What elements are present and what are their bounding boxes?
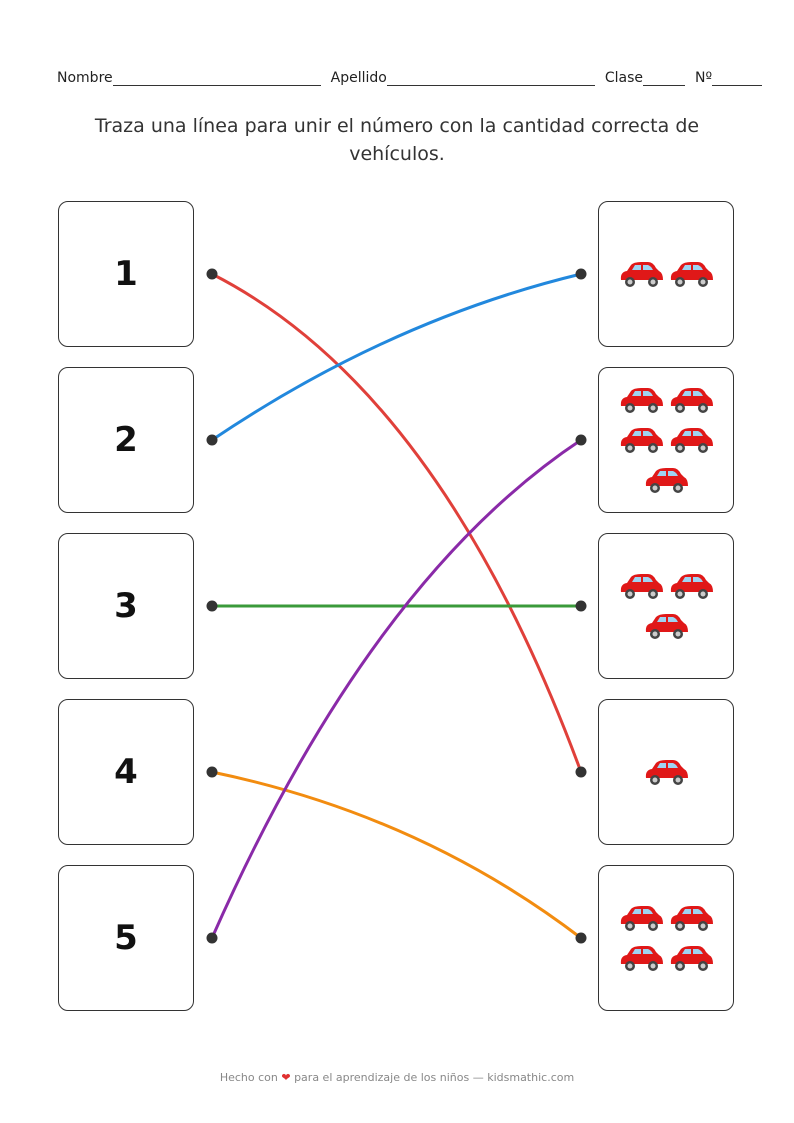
number-field[interactable] (712, 71, 763, 86)
right-dot-3[interactable] (575, 600, 587, 612)
number-box-4: 4 (58, 699, 194, 845)
surname-field[interactable] (386, 71, 595, 86)
name-label: Nombre (57, 70, 113, 86)
right-dot-4[interactable] (575, 766, 587, 778)
heart-icon: ❤ (281, 1071, 291, 1084)
left-dot-5[interactable] (206, 932, 218, 944)
right-dot-2[interactable] (575, 434, 587, 446)
match-line-2 (211, 272, 582, 442)
cars-box-2 (598, 367, 734, 513)
class-field[interactable] (642, 71, 685, 86)
footer-suffix: para el aprendizaje de los niños — kidsm… (294, 1071, 575, 1084)
left-dot-1[interactable] (206, 268, 218, 280)
class-label: Clase (604, 70, 643, 86)
name-field[interactable] (112, 71, 321, 86)
left-dot-4[interactable] (206, 766, 218, 778)
left-dot-3[interactable] (206, 600, 218, 612)
match-line-1 (211, 272, 583, 773)
footer: Hecho con ❤ para el aprendizaje de los n… (0, 1071, 794, 1084)
number-label: 1 (114, 254, 138, 294)
instructions: Traza una línea para unir el número con … (94, 115, 700, 165)
surname-label: Apellido (330, 70, 387, 86)
cars-box-3 (598, 533, 734, 679)
cars-box-5 (598, 865, 734, 1011)
number-box-3: 3 (58, 533, 194, 679)
number-box-2: 2 (58, 367, 194, 513)
match-line-5 (210, 438, 582, 939)
number-label: 2 (114, 420, 138, 460)
right-dot-5[interactable] (575, 932, 587, 944)
cars-box-4 (598, 699, 734, 845)
number-label: 5 (114, 918, 138, 958)
footer-prefix: Hecho con (219, 1071, 278, 1084)
right-dot-1[interactable] (575, 268, 587, 280)
student-info-fields: Nombre Apellido Clase Nº (57, 70, 772, 86)
number-label: 4 (114, 752, 138, 792)
number-box-5: 5 (58, 865, 194, 1011)
number-label: Nº (694, 70, 713, 86)
number-label: 3 (114, 586, 138, 626)
number-box-1: 1 (58, 201, 194, 347)
match-line-4 (211, 770, 582, 940)
left-dot-2[interactable] (206, 434, 218, 446)
cars-box-1 (598, 201, 734, 347)
